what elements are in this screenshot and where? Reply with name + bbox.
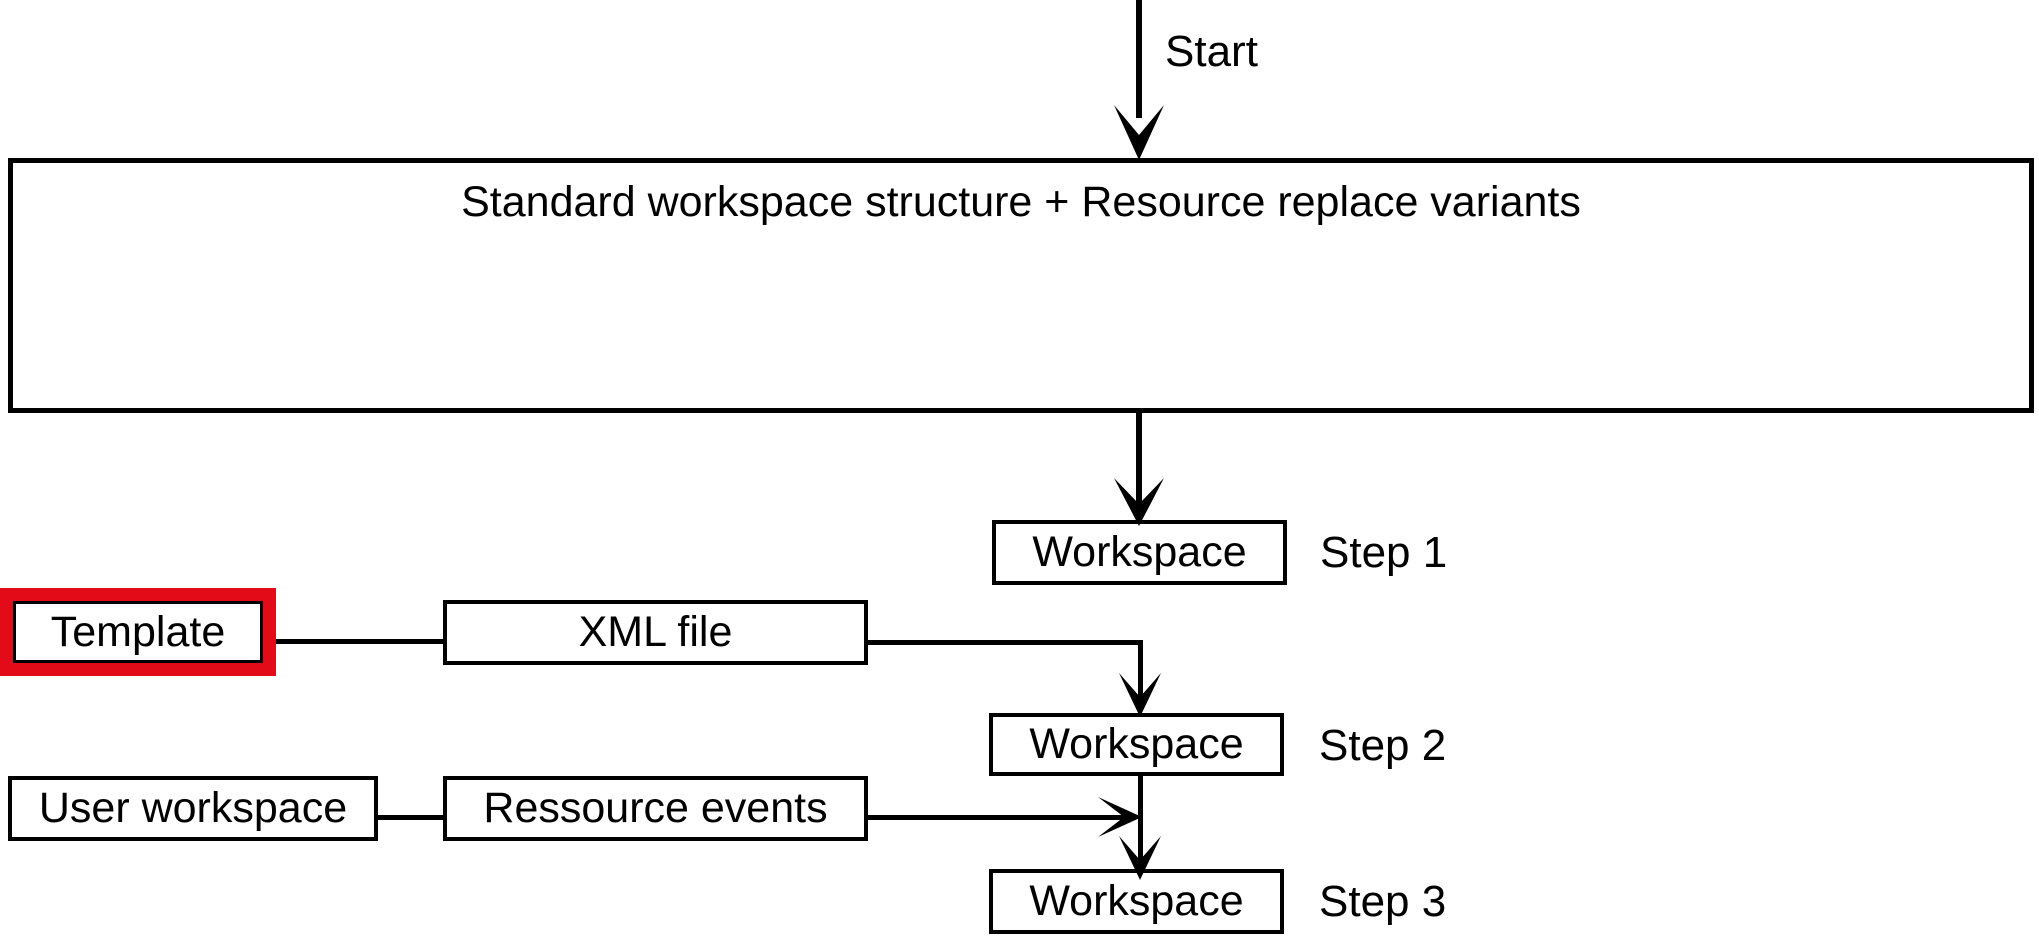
ressource-to-spine-line (866, 815, 1128, 820)
user-workspace-box: User workspace (8, 776, 378, 841)
title-to-step1-arrowhead (1114, 478, 1164, 526)
step-3-label: Step 3 (1319, 877, 1447, 926)
start-connector-line (1136, 0, 1142, 118)
workspace-box-step-3-label: Workspace (1029, 877, 1244, 925)
title-box: Standard workspace structure + Resource … (8, 158, 2034, 413)
start-arrowhead (1114, 105, 1164, 160)
template-to-xml-line (276, 639, 444, 644)
workspace-box-step-1-label: Workspace (1032, 528, 1247, 576)
step-1-label: Step 1 (1320, 528, 1448, 577)
title-to-step1-line (1136, 413, 1142, 513)
user-workspace-box-label: User workspace (38, 784, 348, 832)
xml-to-step2-horizontal-line (866, 640, 1143, 645)
step2-to-step3-line (1138, 775, 1143, 870)
step-2-label: Step 2 (1319, 721, 1447, 770)
template-box-label: Template (50, 607, 226, 656)
xml-to-step2-arrowhead (1119, 673, 1161, 717)
workspace-box-step-2-label: Workspace (1029, 720, 1244, 768)
user-workspace-to-ressource-line (376, 815, 446, 820)
xml-file-box: XML file (443, 600, 868, 665)
workspace-box-step-1: Workspace (992, 520, 1287, 585)
step2-to-step3-arrowhead (1119, 836, 1161, 880)
start-label: Start (1165, 27, 1258, 76)
template-box: Template (0, 588, 276, 676)
ressource-to-spine-arrowhead (1098, 797, 1142, 837)
ressource-events-box: Ressource events (443, 776, 868, 841)
workspace-box-step-2: Workspace (989, 713, 1284, 776)
title-box-label: Standard workspace structure + Resource … (461, 178, 1581, 226)
ressource-events-box-label: Ressource events (483, 784, 828, 832)
xml-to-step2-vertical-line (1138, 640, 1143, 708)
xml-file-box-label: XML file (578, 608, 733, 656)
